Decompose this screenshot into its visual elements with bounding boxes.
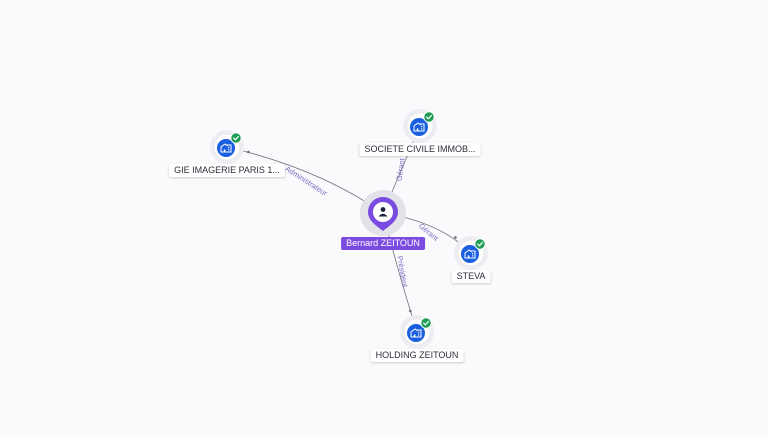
company-node-steva[interactable]	[454, 236, 488, 270]
edge-role-label: Administrateur	[284, 164, 330, 198]
person-icon	[378, 207, 388, 217]
company-label-holding[interactable]: HOLDING ZEITOUN	[370, 349, 464, 362]
edge-role-label: Gérant	[394, 157, 406, 182]
company-node-sci[interactable]	[403, 109, 437, 143]
edge-role-label: Président	[395, 255, 410, 289]
edge-arrow-icon	[247, 150, 250, 154]
verified-check-icon	[423, 111, 435, 123]
company-node-gie[interactable]	[210, 130, 244, 164]
edge-arrow-icon	[409, 309, 412, 313]
company-label-steva[interactable]: STEVA	[451, 270, 491, 283]
verified-check-icon	[420, 317, 432, 329]
company-label-gie[interactable]: GIE IMAGERIE PARIS 1...	[169, 164, 285, 177]
edge-gie: Administrateur	[226, 146, 384, 214]
edge-arrow-icon	[454, 236, 457, 239]
building-icon	[413, 122, 425, 132]
person-icon-bg	[373, 202, 393, 222]
person-node[interactable]	[360, 190, 406, 236]
building-icon	[220, 143, 232, 153]
company-node-holding[interactable]	[400, 315, 434, 349]
person-label[interactable]: Bernard ZEITOUN	[341, 237, 425, 250]
building-icon	[410, 328, 422, 338]
company-label-sci[interactable]: SOCIETE CIVILE IMMOB...	[359, 143, 481, 156]
verified-check-icon	[474, 238, 486, 250]
nodes-layer	[210, 109, 488, 349]
building-icon	[464, 249, 476, 259]
verified-check-icon	[230, 132, 242, 144]
